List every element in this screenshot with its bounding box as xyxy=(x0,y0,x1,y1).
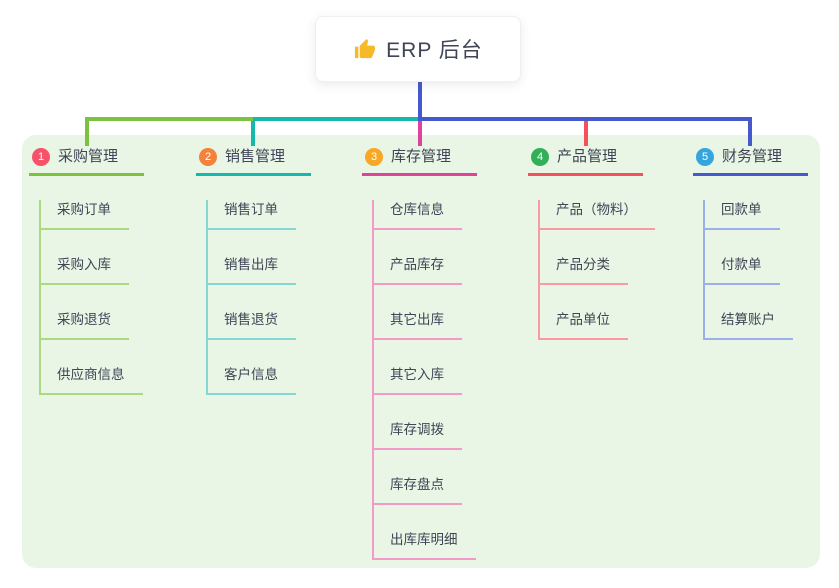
child-node[interactable]: 其它出库 xyxy=(374,310,462,340)
branch-drop-3 xyxy=(418,121,422,146)
branch-column-5: 5 财务管理回款单付款单结算账户 xyxy=(693,146,808,340)
branch-drop-4 xyxy=(584,121,588,146)
bus-segment-green xyxy=(85,117,253,121)
bus-segment-teal xyxy=(253,117,418,121)
child-node[interactable]: 销售出库 xyxy=(208,255,296,285)
branch-title-4[interactable]: 4 产品管理 xyxy=(528,146,643,176)
branch-children-3: 仓库信息产品库存其它出库其它入库库存调拨库存盘点出库库明细 xyxy=(372,200,477,560)
child-node[interactable]: 回款单 xyxy=(705,200,780,230)
child-node[interactable]: 库存盘点 xyxy=(374,475,462,505)
branch-label: 产品管理 xyxy=(557,148,618,165)
branch-children-2: 销售订单销售出库销售退货客户信息 xyxy=(206,200,311,395)
branch-number-badge: 4 xyxy=(531,147,549,166)
branch-number-badge: 5 xyxy=(696,147,714,166)
child-node[interactable]: 客户信息 xyxy=(208,365,296,395)
child-node[interactable]: 采购入库 xyxy=(41,255,129,285)
child-node[interactable]: 采购退货 xyxy=(41,310,129,340)
child-node[interactable]: 采购订单 xyxy=(41,200,129,230)
branch-children-4: 产品（物料） 产品分类产品单位 xyxy=(538,200,655,340)
child-node[interactable]: 产品分类 xyxy=(540,255,628,285)
branch-label: 财务管理 xyxy=(722,148,783,165)
branch-drop-5 xyxy=(748,121,752,146)
child-node[interactable]: 产品库存 xyxy=(374,255,462,285)
branch-drop-1 xyxy=(85,121,89,146)
child-node[interactable]: 供应商信息 xyxy=(41,365,143,395)
child-node[interactable]: 产品（物料） xyxy=(540,200,655,230)
child-node[interactable]: 付款单 xyxy=(705,255,780,285)
thumbs-up-icon xyxy=(355,38,376,58)
branches-panel xyxy=(22,135,820,568)
child-node[interactable]: 出库库明细 xyxy=(374,530,476,560)
branch-title-5[interactable]: 5 财务管理 xyxy=(693,146,808,176)
branch-label: 采购管理 xyxy=(58,148,119,165)
branch-children-5: 回款单付款单结算账户 xyxy=(703,200,808,340)
child-node[interactable]: 产品单位 xyxy=(540,310,628,340)
branch-title-1[interactable]: 1 采购管理 xyxy=(29,146,144,176)
child-node[interactable]: 结算账户 xyxy=(705,310,793,340)
branch-label: 销售管理 xyxy=(225,148,286,165)
root-connector-vertical xyxy=(418,82,422,117)
child-node[interactable]: 仓库信息 xyxy=(374,200,462,230)
branch-title-3[interactable]: 3 库存管理 xyxy=(362,146,477,176)
branch-drop-2 xyxy=(251,121,255,146)
branch-number-badge: 3 xyxy=(365,147,383,166)
branch-title-2[interactable]: 2 销售管理 xyxy=(196,146,311,176)
branch-column-2: 2 销售管理销售订单销售出库销售退货客户信息 xyxy=(196,146,311,395)
branch-number-badge: 1 xyxy=(32,147,50,166)
child-node[interactable]: 库存调拨 xyxy=(374,420,462,450)
root-node[interactable]: ERP 后台 xyxy=(315,16,521,82)
child-node[interactable]: 其它入库 xyxy=(374,365,462,395)
bus-segment-blue xyxy=(418,117,752,121)
branch-column-4: 4 产品管理产品（物料） 产品分类产品单位 xyxy=(528,146,655,340)
branch-column-3: 3 库存管理仓库信息产品库存其它出库其它入库库存调拨库存盘点出库库明细 xyxy=(362,146,477,560)
child-node[interactable]: 销售退货 xyxy=(208,310,296,340)
branch-number-badge: 2 xyxy=(199,147,217,166)
branch-column-1: 1 采购管理采购订单采购入库采购退货供应商信息 xyxy=(29,146,144,395)
root-title: ERP 后台 xyxy=(386,39,483,62)
branch-label: 库存管理 xyxy=(391,148,452,165)
branch-children-1: 采购订单采购入库采购退货供应商信息 xyxy=(39,200,144,395)
child-node[interactable]: 销售订单 xyxy=(208,200,296,230)
